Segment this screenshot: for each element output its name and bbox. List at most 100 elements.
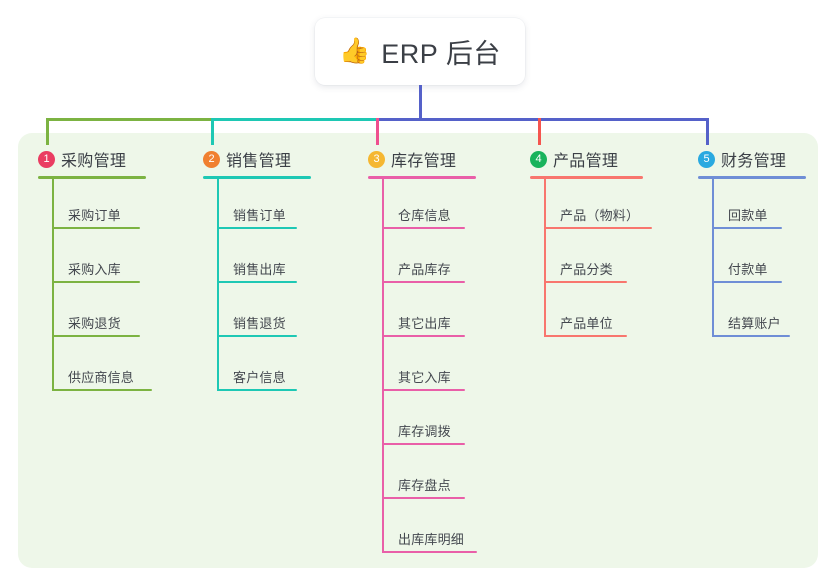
leaf-item-label: 产品库存	[398, 262, 451, 277]
leaf-item-label: 销售订单	[233, 208, 286, 223]
branch-spine	[544, 179, 546, 337]
leaf-item-label: 库存盘点	[398, 478, 451, 493]
branch-number-badge: 2	[203, 150, 220, 168]
branch-column-4: 4 产品管理产品（物料） 产品分类产品单位	[530, 147, 652, 341]
leaf-item-underline	[544, 227, 652, 229]
leaf-item[interactable]: 库存调拨	[368, 395, 476, 449]
branch-spine	[712, 179, 714, 337]
branch-leaf-list: 仓库信息产品库存其它出库其它入库库存调拨库存盘点出库库明细	[368, 179, 477, 557]
leaf-item[interactable]: 出库库明细	[368, 503, 477, 557]
leaf-item-label: 产品分类	[560, 262, 613, 277]
branch-leaf-list: 产品（物料） 产品分类产品单位	[530, 179, 652, 341]
branch-header-1[interactable]: 1 采购管理	[38, 147, 146, 171]
leaf-item-underline	[382, 281, 465, 283]
leaf-item[interactable]: 库存盘点	[368, 449, 476, 503]
branch-header-4[interactable]: 4 产品管理	[530, 147, 643, 171]
leaf-item[interactable]: 采购入库	[38, 233, 146, 287]
leaf-item-label: 出库库明细	[398, 532, 465, 547]
leaf-item-underline	[382, 551, 477, 553]
leaf-item[interactable]: 产品（物料）	[530, 179, 652, 233]
leaf-item-label: 采购入库	[68, 262, 121, 277]
branch-column-5: 5 财务管理回款单付款单结算账户	[698, 147, 806, 341]
branch-header-5[interactable]: 5 财务管理	[698, 147, 806, 171]
leaf-item-underline	[544, 281, 627, 283]
branch-column-2: 2 销售管理销售订单销售出库销售退货客户信息	[203, 147, 311, 395]
leaf-item-underline	[52, 227, 140, 229]
leaf-item-label: 采购订单	[68, 208, 121, 223]
bus-segment-3	[376, 118, 709, 121]
leaf-item-underline	[712, 335, 790, 337]
leaf-item-underline	[52, 335, 140, 337]
leaf-item[interactable]: 销售订单	[203, 179, 311, 233]
branch-leaf-list: 销售订单销售出库销售退货客户信息	[203, 179, 311, 395]
leaf-item[interactable]: 其它入库	[368, 341, 476, 395]
leaf-item-underline	[382, 497, 465, 499]
branch-title: 采购管理	[61, 153, 127, 170]
leaf-item[interactable]: 产品库存	[368, 233, 476, 287]
leaf-item-label: 产品（物料）	[560, 208, 640, 223]
branch-header-underline	[530, 176, 643, 179]
leaf-item-label: 销售退货	[233, 316, 286, 331]
branch-spine	[382, 179, 384, 553]
branch-stub-wire-4	[538, 118, 541, 145]
leaf-item-underline	[52, 281, 140, 283]
leaf-item-label: 采购退货	[68, 316, 121, 331]
branch-stub-wire-2	[211, 118, 214, 145]
branch-header-2[interactable]: 2 销售管理	[203, 147, 311, 171]
branch-title: 销售管理	[226, 153, 292, 170]
leaf-item-underline	[712, 227, 782, 229]
branch-number-badge: 3	[368, 150, 385, 168]
leaf-item-underline	[217, 227, 297, 229]
leaf-item-underline	[217, 281, 297, 283]
branch-stub-wire-3	[376, 118, 379, 145]
branch-title: 产品管理	[553, 153, 619, 170]
leaf-item[interactable]: 采购订单	[38, 179, 146, 233]
leaf-item[interactable]: 采购退货	[38, 287, 146, 341]
leaf-item-label: 回款单	[728, 208, 768, 223]
branch-number-badge: 4	[530, 150, 547, 168]
leaf-item[interactable]: 供应商信息	[38, 341, 152, 395]
branch-column-1: 1 采购管理采购订单采购入库采购退货供应商信息	[38, 147, 152, 395]
root-drop-wire	[419, 85, 422, 121]
leaf-item-underline	[382, 335, 465, 337]
branch-number-badge: 1	[38, 150, 55, 168]
leaf-item-underline	[382, 443, 465, 445]
leaf-item-underline	[52, 389, 152, 391]
branch-header-underline	[368, 176, 476, 179]
leaf-item[interactable]: 其它出库	[368, 287, 476, 341]
branch-stub-wire-5	[706, 118, 709, 145]
leaf-item[interactable]: 销售出库	[203, 233, 311, 287]
leaf-item[interactable]: 回款单	[698, 179, 806, 233]
leaf-item-label: 客户信息	[233, 370, 286, 385]
bus-segment-1	[46, 118, 214, 121]
leaf-item-label: 仓库信息	[398, 208, 451, 223]
leaf-item-label: 其它出库	[398, 316, 451, 331]
branch-number-badge: 5	[698, 150, 715, 168]
leaf-item-underline	[217, 335, 297, 337]
branch-leaf-list: 回款单付款单结算账户	[698, 179, 806, 341]
leaf-item[interactable]: 产品分类	[530, 233, 643, 287]
leaf-item-label: 供应商信息	[68, 370, 135, 385]
leaf-item[interactable]: 销售退货	[203, 287, 311, 341]
leaf-item[interactable]: 产品单位	[530, 287, 643, 341]
branch-header-underline	[203, 176, 311, 179]
branch-title: 财务管理	[721, 153, 787, 170]
root-node-erp-backend[interactable]: 👍 ERP 后台	[315, 18, 525, 85]
bus-segment-2	[211, 118, 379, 121]
leaf-item-underline	[382, 389, 465, 391]
leaf-item-label: 其它入库	[398, 370, 451, 385]
root-node-content: 👍 ERP 后台	[339, 32, 501, 71]
leaf-item-underline	[217, 389, 297, 391]
leaf-item[interactable]: 结算账户	[698, 287, 806, 341]
leaf-item-label: 付款单	[728, 262, 768, 277]
leaf-item[interactable]: 付款单	[698, 233, 806, 287]
branch-header-underline	[38, 176, 146, 179]
leaf-item-label: 库存调拨	[398, 424, 451, 439]
leaf-item[interactable]: 仓库信息	[368, 179, 476, 233]
branch-stub-wire-1	[46, 118, 49, 145]
leaf-item-underline	[544, 335, 627, 337]
leaf-item[interactable]: 客户信息	[203, 341, 311, 395]
